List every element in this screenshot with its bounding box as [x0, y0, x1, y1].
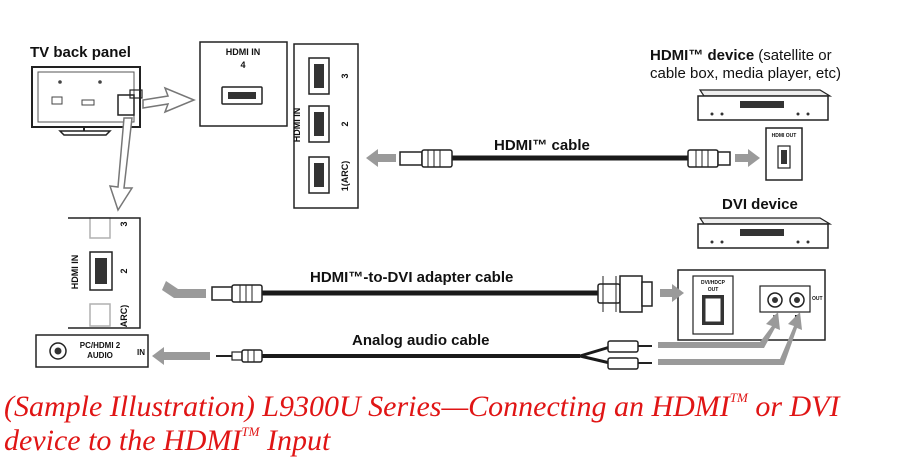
arrow-right-icon	[142, 86, 196, 114]
rca-jack-R-icon	[789, 292, 805, 308]
port-2-label: 2	[340, 121, 350, 126]
pc-hdmi2-audio-panel: PC/HDMI 2 AUDIO IN	[35, 334, 149, 368]
hdmi-in-4-number: 4	[240, 60, 245, 70]
caption-line-2: device to the HDMITM Input	[4, 424, 914, 458]
caption-tm-1: TM	[729, 390, 748, 405]
caption-line-1: (Sample Illustration) L9300U Series—Conn…	[4, 390, 914, 424]
hdmi-device-label: HDMI™ device(satellite or	[650, 47, 832, 64]
caption-tm-2: TM	[241, 424, 260, 439]
dvi-device-back-panel: DVI/HDCP OUT OUT L R	[677, 269, 826, 341]
lower-hdmi-port-1-icon	[89, 303, 111, 327]
hdmi-in-4-panel: HDMI IN 4	[199, 41, 288, 127]
lower-hdmi-port-3-icon	[89, 217, 111, 239]
arrow-left-icon	[162, 281, 206, 298]
tv-back-panel-label: TV back panel	[30, 44, 131, 61]
hdmi-out-panel: HDMI OUT	[765, 127, 803, 181]
adapter-cable-label: HDMI™-to-DVI adapter cable	[310, 269, 513, 286]
dvi-out-label-2: OUT	[708, 287, 719, 293]
pc-hdmi2-audio-label-2: AUDIO	[87, 351, 113, 360]
arrow-right-icon	[735, 149, 760, 167]
hdmi-port-icon	[221, 86, 263, 105]
dvi-device-box	[697, 217, 833, 249]
arrow-left-icon	[366, 149, 396, 167]
lower-port-2-label: 2	[119, 268, 129, 273]
caption-line-2-tail: Input	[259, 424, 331, 457]
arrow-down-icon	[108, 117, 134, 212]
lower-port-arc-label: ARC)	[119, 305, 129, 328]
tv-back-panel	[31, 66, 143, 136]
analog-cable-label: Analog audio cable	[352, 332, 490, 349]
lower-hdmi-in-panel: HDMI IN 3 2 ARC)	[68, 217, 141, 329]
arrow-up-icon	[658, 312, 802, 365]
hdmi-cable-label: HDMI™ cable	[494, 137, 590, 154]
hdmi-out-port-icon	[777, 145, 791, 169]
rca-jack-L-icon	[767, 292, 783, 308]
audio-in-label: IN	[137, 348, 145, 357]
dvi-out-label: DVI/HDCP	[701, 280, 726, 286]
analog-audio-cable	[216, 340, 652, 370]
arrow-up-icon	[658, 312, 780, 348]
hdmi-out-label: HDMI OUT	[772, 133, 797, 139]
hdmi-to-dvi-cable	[211, 275, 653, 313]
port-3-label: 3	[340, 73, 350, 78]
audio-jack-icon	[49, 342, 67, 360]
hdmi-port-2-icon	[308, 105, 330, 143]
hdmi-device-label-line2: cable box, media player, etc)	[650, 65, 841, 82]
arrow-right-icon	[660, 284, 684, 302]
hdmi-cable	[399, 149, 731, 168]
lower-hdmi-port-2-icon	[89, 251, 113, 291]
hdmi-in-4-label: HDMI IN	[226, 47, 261, 57]
pc-hdmi2-audio-label: PC/HDMI 2	[80, 341, 121, 350]
lower-port-3-label: 3	[119, 221, 129, 226]
caption-line-1-text: (Sample Illustration) L9300U Series—Conn…	[4, 390, 730, 423]
hdmi-device-box	[697, 89, 833, 121]
arrow-left-icon	[152, 347, 210, 365]
audio-out-label: OUT	[812, 296, 823, 302]
hdmi-port-3-icon	[308, 57, 330, 95]
dvi-device-label: DVI device	[722, 196, 798, 213]
hdmi-port-1-icon	[308, 156, 330, 194]
caption-line-2-text: device to the HDMI	[4, 424, 242, 457]
dvi-port-icon	[702, 295, 724, 325]
hdmi-in-side-label: HDMI IN	[292, 108, 302, 143]
figure-caption: (Sample Illustration) L9300U Series—Conn…	[4, 390, 914, 458]
lower-hdmi-in-label: HDMI IN	[70, 255, 80, 290]
port-1arc-label: 1(ARC)	[340, 161, 350, 192]
hdmi-in-side-panel: HDMI IN 3 2 1(ARC)	[292, 43, 359, 209]
caption-line-1-tail: or DVI	[747, 390, 840, 423]
